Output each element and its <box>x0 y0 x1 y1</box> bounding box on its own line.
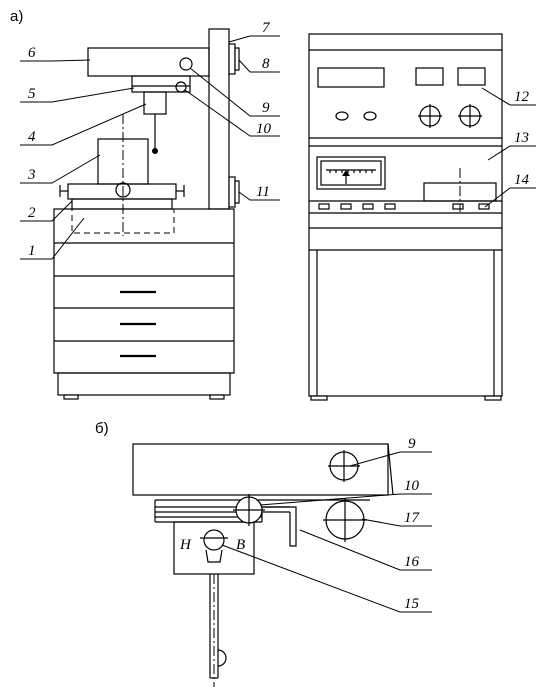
callout-b-10: 10 <box>404 478 420 494</box>
table-base <box>71 198 173 210</box>
measuring-stand <box>53 28 240 400</box>
digital-display <box>317 67 385 88</box>
key <box>203 529 225 551</box>
control-cabinet <box>308 33 503 401</box>
detail-view <box>132 443 394 687</box>
column <box>208 28 230 210</box>
leaders-a <box>20 35 536 260</box>
callout-4: 4 <box>28 129 36 145</box>
analog-meter <box>316 156 386 190</box>
probe-holder <box>143 91 167 115</box>
callout-12: 12 <box>514 89 530 105</box>
callout-14: 14 <box>514 172 530 188</box>
callout-9: 9 <box>262 100 270 116</box>
leaders-b <box>221 451 432 613</box>
switch <box>362 203 374 210</box>
switch <box>384 203 396 210</box>
callout-b-16: 16 <box>404 554 420 570</box>
mark-left: Н <box>179 537 192 553</box>
subfigure-label-a: а) <box>10 8 23 25</box>
window <box>457 67 486 86</box>
callout-11: 11 <box>256 184 270 200</box>
probe-tip <box>152 148 158 154</box>
callout-8: 8 <box>262 56 270 72</box>
indicator-lamp <box>363 111 377 121</box>
switch <box>478 203 490 210</box>
callout-10: 10 <box>256 121 272 137</box>
switch <box>452 203 464 210</box>
arm-detail <box>132 443 389 496</box>
callout-b-15: 15 <box>404 596 420 612</box>
subfigure-label-b: б) <box>95 420 109 437</box>
callout-b-9: 9 <box>408 436 416 452</box>
callout-5: 5 <box>28 86 36 102</box>
callout-2: 2 <box>28 205 36 221</box>
switch <box>340 203 352 210</box>
cabinet-base <box>57 372 231 396</box>
callout-6: 6 <box>28 45 36 61</box>
window <box>415 67 444 86</box>
indicator-lamp <box>335 111 349 121</box>
callout-13: 13 <box>514 130 529 146</box>
callout-7: 7 <box>262 20 271 36</box>
switch <box>318 203 330 210</box>
arm <box>87 47 210 77</box>
callout-3: 3 <box>27 167 36 183</box>
mark-right: В <box>236 537 245 553</box>
callout-1: 1 <box>28 243 36 259</box>
carriage <box>131 75 191 93</box>
callout-b-17: 17 <box>404 510 421 526</box>
